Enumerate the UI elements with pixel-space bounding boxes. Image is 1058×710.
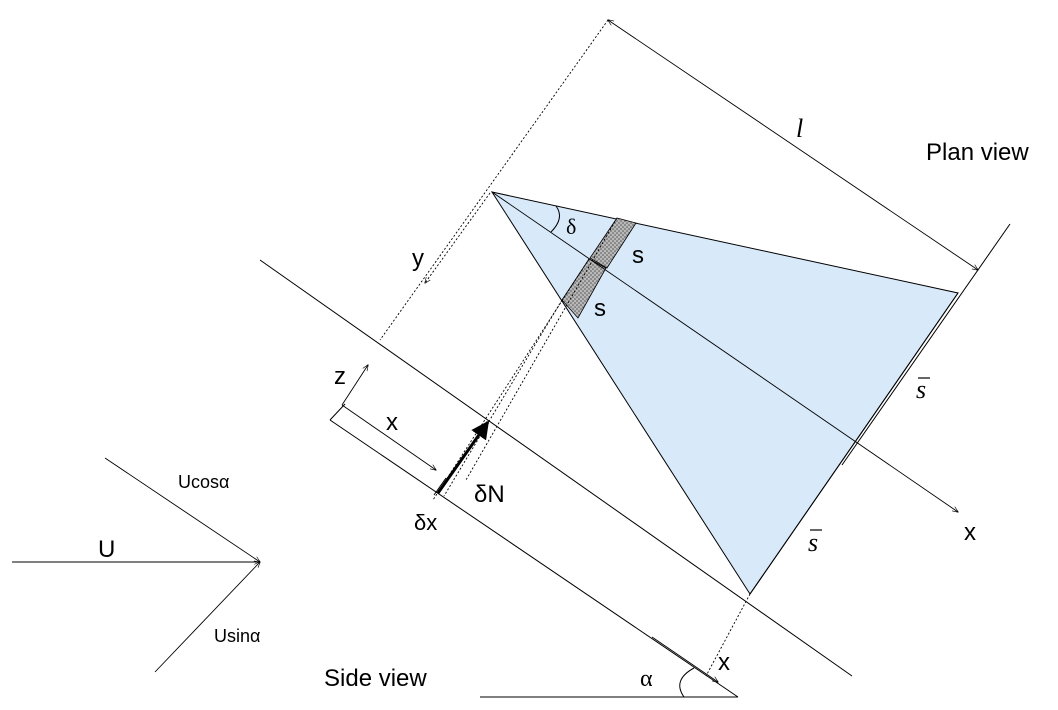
u-cos-label: Ucosα: [178, 472, 229, 492]
length-label: l: [796, 114, 803, 143]
s-bar-upper-label: s: [916, 375, 926, 404]
z-axis-label: z: [334, 363, 346, 390]
side-view-end-cap: [329, 403, 346, 421]
delta-angle-label: δ: [566, 214, 576, 239]
length-dimension-line: [608, 20, 978, 270]
side-x-arrow: [651, 636, 718, 682]
s-bar-lower-label: s: [808, 528, 818, 557]
x-distance-arrow: [341, 404, 436, 470]
x-distance-label: x: [386, 409, 398, 436]
plan-view-label: Plan view: [926, 139, 1029, 166]
s-bar-upper-group: s: [916, 375, 930, 404]
delta-wing-planform: [490, 191, 959, 595]
alpha-label: α: [640, 666, 653, 692]
x-axis-plan-label: x: [964, 519, 976, 546]
alpha-angle-arc: [679, 667, 695, 698]
delta-angle-arc: [550, 205, 561, 233]
projection-lines: [379, 19, 751, 677]
wing-x-axis: [491, 191, 958, 512]
side-view-label: Side view: [324, 665, 427, 692]
u-sin-label: Usinα: [214, 626, 260, 646]
s-lower-label: s: [594, 295, 606, 322]
side-view-upper-line: [259, 259, 853, 677]
trailing-edge-reference-line: [841, 223, 1011, 466]
z-axis-arrow: [341, 365, 368, 406]
y-axis-arrow: [425, 192, 491, 283]
side-view-lower-line: [329, 419, 739, 698]
delta-n-arrow: [436, 420, 490, 494]
trailing-edge-reference-line-2: [749, 292, 959, 595]
y-axis-label: y: [412, 245, 424, 272]
delta-n-label: δN: [474, 481, 505, 508]
s-upper-label: s: [632, 242, 644, 269]
delta-x-label: δx: [414, 510, 437, 535]
u-sin-arrow: [154, 562, 260, 673]
u-label: U: [98, 536, 115, 563]
delta-x-strip: [433, 477, 447, 496]
s-bar-lower-group: s: [808, 528, 822, 557]
u-cos-arrow: [104, 457, 260, 562]
side-x-label: x: [718, 649, 730, 676]
